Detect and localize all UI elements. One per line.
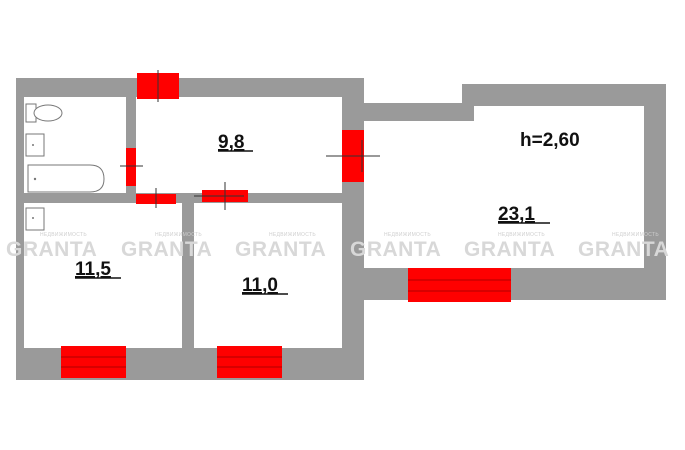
room-area-label: 23,1	[498, 204, 535, 225]
watermark-text: GRANTA	[578, 238, 669, 261]
watermark: GRANTA GRANTA GRANTA GRANTA GRANTA GRANT…	[6, 232, 669, 261]
watermark-text: GRANTA	[6, 238, 97, 261]
watermark-tagline: НЕДВИЖИМОСТЬ	[40, 232, 87, 238]
watermark-text: GRANTA	[464, 238, 555, 261]
sink-icon	[25, 133, 45, 157]
ceiling-height-label: h=2,60	[520, 130, 580, 151]
bathtub-icon	[27, 164, 105, 193]
walls	[16, 78, 666, 380]
sink-icon-2	[25, 207, 45, 231]
wall-left-middle	[182, 193, 194, 350]
bathroom-fixtures	[25, 103, 105, 231]
area-underlines	[75, 150, 550, 295]
bathtub-drain-icon	[33, 177, 37, 181]
window-left-room	[61, 346, 126, 378]
wall-top-right-high	[462, 84, 666, 106]
sink-drain-icon	[32, 144, 34, 146]
wall-left	[16, 78, 24, 380]
watermark-tagline: НЕДВИЖИМОСТЬ	[384, 232, 431, 238]
watermark-tagline: НЕДВИЖИМОСТЬ	[155, 232, 202, 238]
sink-drain-icon-2	[32, 217, 34, 219]
door-markers	[120, 70, 380, 210]
watermark-text: GRANTA	[350, 238, 441, 261]
room-area-label: 11,0	[242, 275, 278, 296]
wall-right	[644, 84, 666, 300]
window-lines	[61, 279, 511, 368]
room-area-label: 11,5	[75, 259, 111, 280]
wall-step	[462, 84, 474, 121]
room-area-label: 9,8	[218, 132, 244, 153]
wall-top-right-low	[364, 103, 464, 121]
watermark-tagline: НЕДВИЖИМОСТЬ	[269, 232, 316, 238]
watermark-tagline: НЕДВИЖИМОСТЬ	[498, 232, 545, 238]
window-large-room	[408, 268, 511, 302]
wall-top-left	[16, 78, 364, 97]
watermark-text: GRANTA	[235, 238, 326, 261]
window-middle-room	[217, 346, 282, 378]
watermark-text: GRANTA	[121, 238, 212, 261]
watermark-tagline: НЕДВИЖИМОСТЬ	[612, 232, 659, 238]
door-bath	[126, 148, 136, 186]
wall-bath-hall	[126, 97, 136, 194]
toilet-icon	[33, 104, 63, 122]
